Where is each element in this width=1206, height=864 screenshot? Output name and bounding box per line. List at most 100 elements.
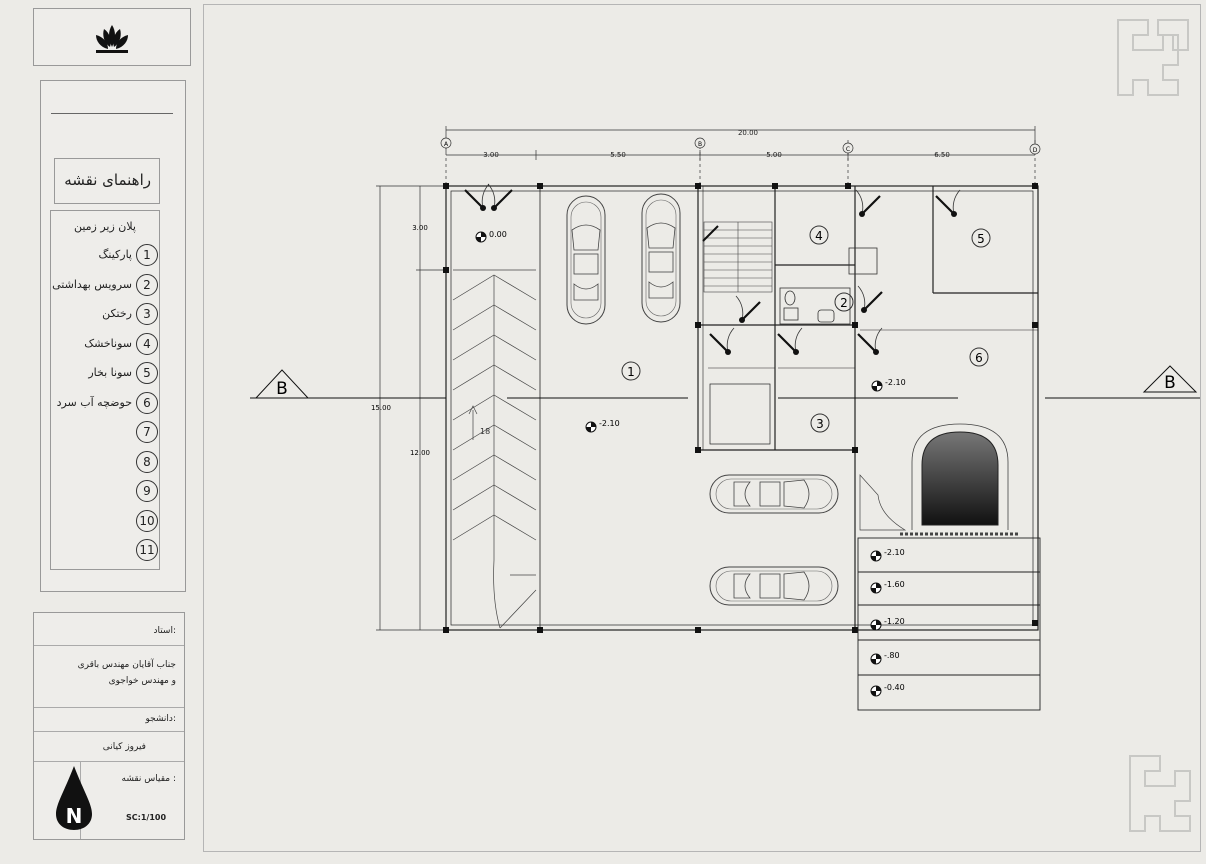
north-letter: N	[66, 804, 83, 828]
room-markers	[621, 225, 991, 433]
legend-item-label: رختکن	[102, 307, 132, 320]
level-icon	[871, 380, 883, 392]
axis-c: C	[846, 146, 850, 153]
north-arrow-icon: N	[56, 766, 92, 830]
scale-label: مقیاس نقشه :	[121, 774, 177, 784]
legend-item-label: پارکینگ	[98, 248, 132, 261]
title-block	[33, 612, 185, 840]
door-icon	[856, 326, 884, 357]
axis-b: B	[698, 141, 702, 148]
legend-item: 8	[52, 450, 160, 477]
dim-1: 3.00	[483, 151, 499, 159]
car	[709, 566, 839, 606]
legend-item: 7	[52, 421, 160, 447]
legend-title-box: راهنمای نقشه	[54, 158, 160, 204]
dim-4: 6.50	[934, 151, 950, 159]
level-step: -2.10	[884, 548, 905, 557]
legend-item-number: 1	[136, 244, 158, 266]
divider	[34, 761, 184, 762]
door-icon	[486, 182, 514, 213]
level-step: -1.60	[884, 580, 905, 589]
legend-item-label: سرویس بهداشتی	[52, 277, 132, 291]
scale-value: SC:1/100	[126, 813, 167, 822]
dim-2: 5.50	[610, 151, 626, 159]
student-name: فیروز کیانی	[102, 742, 146, 752]
axis-markers	[440, 137, 1041, 155]
level-pool: -2.10	[885, 378, 906, 387]
legend-item: پارکینگ 1	[52, 244, 160, 270]
legend-item-number: 10	[136, 509, 158, 532]
dim-left-total: 15.00	[371, 404, 391, 412]
section-mark: B	[1164, 373, 1176, 393]
student-label: دانشجو:	[145, 714, 176, 724]
legend-title: راهنمای نقشه	[64, 171, 151, 189]
legend-item-number: 5	[136, 362, 158, 384]
dim-left-top: 3.00	[412, 224, 428, 232]
car	[709, 474, 839, 514]
car	[641, 193, 681, 323]
room-number: 1	[627, 365, 635, 379]
sheet-border	[203, 4, 1201, 852]
level-icon	[585, 421, 597, 433]
legend-item: حوضچه آب سرد 6	[52, 391, 160, 418]
door-icon	[702, 225, 719, 242]
divider	[34, 707, 184, 708]
steps	[857, 537, 1041, 711]
door-icon	[463, 182, 491, 213]
left-dimensions	[376, 185, 446, 631]
level-step: -0.40	[884, 683, 905, 692]
legend-item-number: 8	[136, 450, 158, 473]
axis-a: A	[444, 141, 449, 148]
level-icon	[870, 653, 882, 665]
legend-item: سرویس بهداشتی 2	[52, 273, 160, 300]
door-icon	[734, 294, 762, 325]
corner-ornament-icon	[1117, 19, 1189, 96]
door-icon	[776, 326, 804, 357]
professor-line1: جناب آقایان مهندس باقری	[77, 660, 176, 670]
door-icon	[934, 188, 962, 219]
toilet-fixtures	[779, 247, 878, 325]
legend-item-number: 11	[136, 539, 158, 561]
ramp	[452, 269, 537, 629]
section-line	[250, 365, 1200, 399]
legend-item: 10	[52, 509, 160, 536]
door-icon	[854, 188, 882, 219]
professor-label: استاد:	[153, 626, 176, 636]
level-entry: 0.00	[489, 230, 507, 239]
legend-divider	[51, 113, 173, 114]
room-number: 5	[977, 232, 985, 246]
legend-subtitle: پلان زیر زمین	[73, 220, 136, 233]
legend-item-number: 6	[136, 391, 158, 414]
axis-d: D	[1033, 147, 1038, 154]
level-step: -.80	[884, 651, 900, 660]
level-icon	[870, 550, 882, 562]
level-icon	[870, 619, 882, 631]
logo-box	[33, 8, 191, 66]
room-number: 3	[816, 417, 824, 431]
room-number: 4	[815, 229, 823, 243]
level-icon	[475, 231, 487, 243]
legend-item-number: 2	[136, 273, 158, 296]
dim-overall: 20.00	[738, 129, 758, 137]
legend-item-label: حوضچه آب سرد	[56, 395, 132, 409]
columns	[443, 183, 1038, 633]
pool	[921, 431, 999, 526]
logo-icon	[96, 25, 128, 53]
legend-item: 11	[52, 539, 160, 565]
divider	[34, 645, 184, 646]
room-number: 6	[975, 351, 983, 365]
walls	[445, 185, 1039, 631]
car	[566, 195, 606, 325]
legend-item-number: 4	[136, 332, 158, 355]
level-parking: -2.10	[599, 419, 620, 428]
dim-left-bottom: 12.00	[410, 449, 430, 457]
legend-item-number: 7	[136, 421, 158, 443]
pool-surround	[911, 423, 1009, 530]
dim-3: 5.00	[766, 151, 782, 159]
level-icon	[870, 582, 882, 594]
legend-item-number: 9	[136, 480, 158, 502]
room-number: 2	[840, 296, 848, 310]
